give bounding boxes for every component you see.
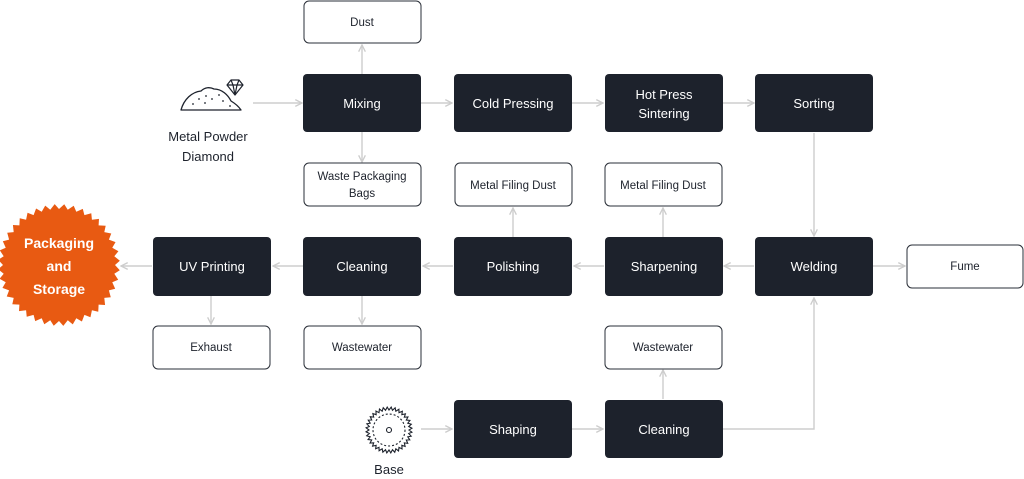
process-boxes: Mixing Cold Pressing Hot Press Sintering… (153, 74, 873, 458)
output-metal-filing-dust-sharpening: Metal Filing Dust (604, 162, 723, 207)
saw-blade-icon (364, 405, 414, 455)
process-shaping-label: Shaping (489, 422, 537, 437)
output-waste-bags-line2: Bags (349, 188, 375, 200)
output-dust: Dust (303, 0, 422, 44)
process-sharpening-label: Sharpening (631, 259, 698, 274)
saw-blade-badge-icon (0, 204, 120, 326)
output-exhaust: Exhaust (152, 325, 271, 370)
process-cleaning-upper-label: Cleaning (336, 259, 387, 274)
output-fume: Fume (906, 244, 1024, 289)
process-polishing: Polishing (454, 237, 572, 296)
process-sintering-line1: Hot Press (635, 87, 693, 102)
output-dust-label: Dust (350, 17, 374, 29)
process-polishing-label: Polishing (487, 259, 540, 274)
output-wastewater-upper-label: Wastewater (332, 342, 392, 354)
final-label-line3: Storage (33, 281, 85, 297)
output-waste-packaging-bags: Waste Packaging Bags (303, 162, 422, 207)
output-wastewater-lower: Wastewater (604, 325, 723, 370)
process-uv-printing-label: UV Printing (179, 259, 245, 274)
output-filing-dust-polishing-label: Metal Filing Dust (470, 180, 556, 192)
input-diamond-label: Diamond (182, 149, 234, 164)
output-wastewater-lower-label: Wastewater (633, 342, 693, 354)
process-sharpening: Sharpening (605, 237, 723, 296)
final-packaging-storage: Packaging and Storage (0, 204, 120, 326)
input-metal-powder-diamond: Metal Powder Diamond (168, 79, 248, 164)
saw-blade-hub (385, 426, 393, 434)
saw-blade-outline (364, 405, 414, 455)
process-shaping: Shaping (454, 400, 572, 458)
input-base-label: Base (374, 462, 404, 477)
process-cold-pressing-label: Cold Pressing (473, 96, 554, 111)
process-welding-label: Welding (791, 259, 838, 274)
process-welding: Welding (755, 237, 873, 296)
input-metal-powder-label: Metal Powder (168, 129, 248, 144)
process-cold-pressing: Cold Pressing (454, 74, 572, 132)
final-label-line1: Packaging (24, 235, 94, 251)
process-cleaning-upper: Cleaning (303, 237, 421, 296)
output-filing-dust-sharpening-label: Metal Filing Dust (620, 180, 706, 192)
final-label-line2: and (47, 258, 72, 274)
input-base: Base (364, 405, 414, 477)
process-mixing: Mixing (303, 74, 421, 132)
process-sorting: Sorting (755, 74, 873, 132)
saw-blade-inner-ring (372, 413, 406, 447)
output-waste-bags-line1: Waste Packaging (317, 171, 406, 183)
output-wastewater-upper: Wastewater (303, 325, 422, 370)
output-exhaust-label: Exhaust (190, 342, 232, 354)
connectors (121, 45, 905, 429)
process-uv-printing: UV Printing (153, 237, 271, 296)
process-mixing-label: Mixing (343, 96, 381, 111)
output-boxes: Dust Waste Packaging Bags Metal Filing D… (152, 0, 1024, 370)
process-sintering-line2: Sintering (638, 106, 689, 121)
process-hot-press-sintering: Hot Press Sintering (605, 74, 723, 132)
powder-pile-icon (180, 87, 242, 111)
process-cleaning-lower: Cleaning (605, 400, 723, 458)
process-sorting-label: Sorting (793, 96, 834, 111)
output-metal-filing-dust-polishing: Metal Filing Dust (454, 162, 573, 207)
process-cleaning-lower-label: Cleaning (638, 422, 689, 437)
diamond-icon (226, 79, 244, 96)
arrow-cleaning-to-welding (723, 298, 814, 430)
output-fume-label: Fume (950, 261, 979, 273)
